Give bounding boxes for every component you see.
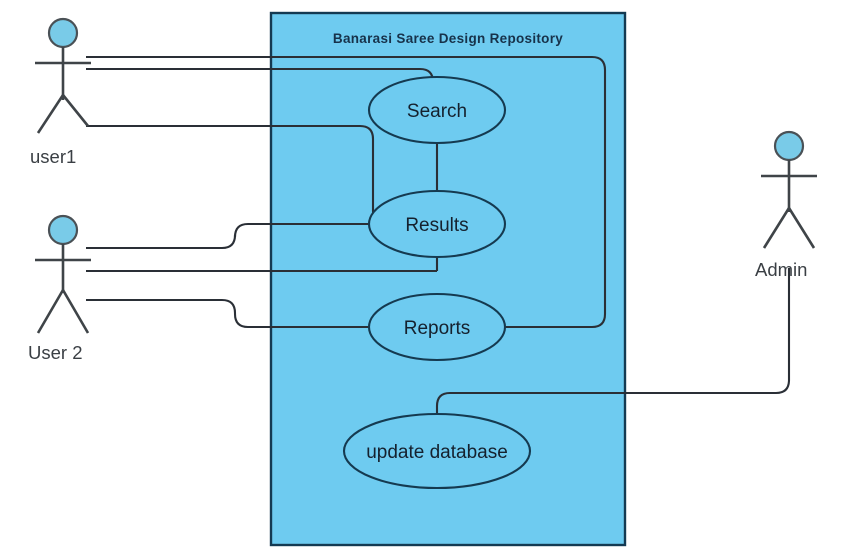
association-admin-update-database: [435, 268, 791, 415]
actor-admin[interactable]: Admin: [755, 130, 817, 280]
actor-user1-label: user1: [30, 146, 76, 167]
use-case-search-label: Search: [407, 101, 467, 122]
use-case-update-database-shape[interactable]: [342, 412, 532, 490]
use-case-results-shape[interactable]: [367, 189, 507, 259]
actor-admin-head-icon: [773, 130, 805, 162]
actor-user2-head-icon: [47, 214, 79, 246]
use-case-results-label: Results: [405, 215, 468, 236]
use-case-results[interactable]: Results: [367, 189, 507, 259]
use-case-reports-label: Reports: [404, 318, 471, 339]
actor-user1-legs: [36, 94, 90, 134]
use-case-update-database[interactable]: update database: [342, 412, 532, 490]
actor-user1-head-icon: [47, 17, 79, 49]
system-title: Banarasi Saree Design Repository: [333, 31, 563, 46]
actor-admin-label: Admin: [755, 259, 807, 280]
actor-user2-label: User 2: [28, 342, 83, 363]
association-user1-reports: [86, 55, 607, 329]
actor-user1[interactable]: user1: [30, 17, 91, 167]
use-case-reports[interactable]: Reports: [367, 292, 507, 362]
use-case-search-shape[interactable]: [367, 75, 507, 145]
actor-admin-legs: [762, 207, 816, 249]
use-case-reports-shape[interactable]: [367, 292, 507, 362]
actor-user2-legs: [36, 289, 90, 334]
use-case-update-database-label: update database: [366, 442, 508, 463]
use-case-search[interactable]: Search: [367, 75, 507, 145]
actor-user2[interactable]: User 2: [28, 214, 91, 363]
association-user2-results: [86, 222, 369, 250]
association-user2-reports: [86, 298, 369, 329]
